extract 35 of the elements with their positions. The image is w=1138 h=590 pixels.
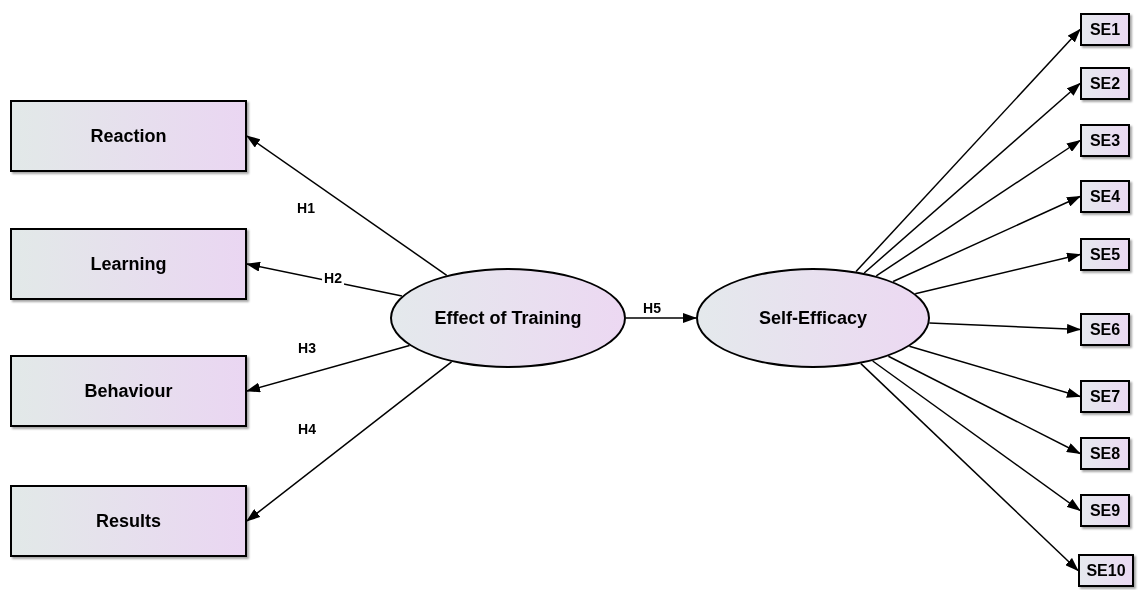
indicator-box: SE9 <box>1080 494 1130 527</box>
arrow <box>863 82 1081 274</box>
arrow <box>914 252 1081 295</box>
indicator-box: SE10 <box>1078 554 1134 587</box>
indicator-box: Behaviour <box>10 355 247 427</box>
arrow <box>908 345 1081 398</box>
indicator-box: SE5 <box>1080 238 1130 271</box>
edge-label: H1 <box>295 201 317 215</box>
arrow <box>871 360 1081 512</box>
latent-ellipse: Self-Efficacy <box>696 268 930 368</box>
latent-ellipse: Effect of Training <box>390 268 626 368</box>
arrow <box>246 135 448 276</box>
edge-label: H5 <box>641 301 663 315</box>
arrow <box>246 361 453 522</box>
indicator-box: SE4 <box>1080 180 1130 213</box>
edge-label: H4 <box>296 422 318 436</box>
indicator-box: SE3 <box>1080 124 1130 157</box>
arrow <box>892 195 1081 283</box>
edge-label: H2 <box>322 271 344 285</box>
arrow <box>928 322 1081 334</box>
indicator-box: Learning <box>10 228 247 300</box>
indicator-box: Reaction <box>10 100 247 172</box>
arrow <box>625 313 697 323</box>
arrow <box>246 261 403 297</box>
indicator-box: SE1 <box>1080 13 1130 46</box>
indicator-box: SE6 <box>1080 313 1130 346</box>
edge-label: H3 <box>296 341 318 355</box>
arrow <box>860 362 1079 572</box>
arrow <box>246 344 411 393</box>
arrow <box>875 139 1081 277</box>
indicator-box: SE2 <box>1080 67 1130 100</box>
indicator-box: Results <box>10 485 247 557</box>
indicator-box: SE7 <box>1080 380 1130 413</box>
arrow <box>887 355 1081 455</box>
indicator-box: SE8 <box>1080 437 1130 470</box>
